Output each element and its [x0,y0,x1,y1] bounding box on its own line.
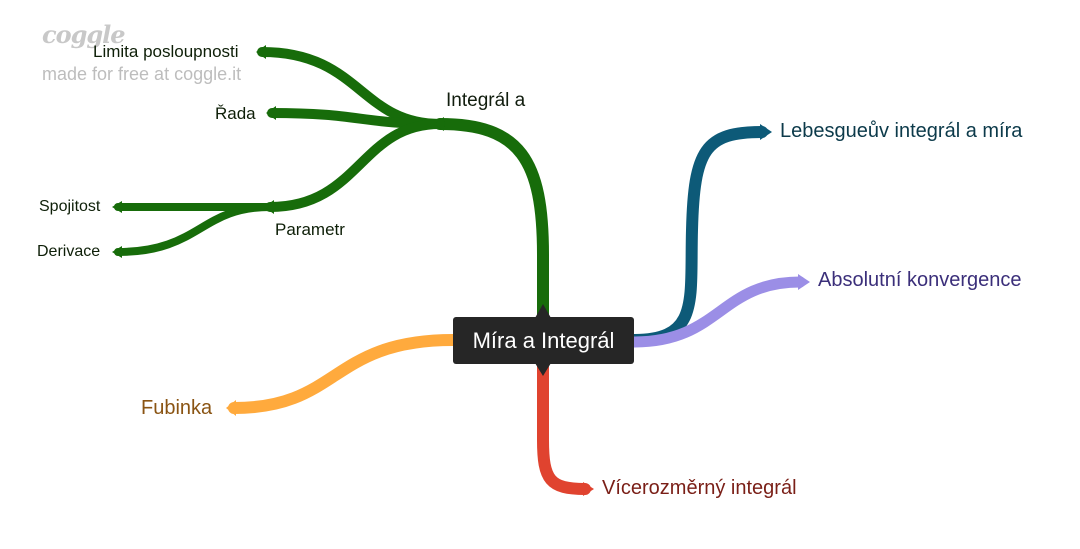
node-absolutni[interactable]: Absolutní konvergence [818,269,1022,291]
branch-vicerozmerny [537,358,591,495]
branch-parametr [265,119,445,212]
arrow-tip-lebesgue [760,124,772,140]
coggle-watermark-text: made for free at coggle.it [42,64,242,84]
arrow-tip-absolutni [798,274,810,290]
branch-absolutni [628,276,806,348]
branch-lebesgue [628,126,768,346]
arrow-tip-limita [256,45,266,59]
root-notch-top [535,304,551,318]
coggle-logo: coggle [42,20,126,49]
node-fubinka[interactable]: Fubinka [141,397,213,419]
node-integral[interactable]: Integrál a [446,90,526,111]
arrow-tip-rada [266,106,276,120]
branch-fubinka [228,334,459,414]
node-vicerozmerny[interactable]: Vícerozměrný integrál [602,477,797,499]
branch-derivace [114,203,274,256]
node-rada[interactable]: Řada [215,104,256,123]
node-spojitost[interactable]: Spojitost [39,198,101,215]
arrow-tip-parametr [264,200,274,214]
arrow-tip-integral [434,117,444,131]
node-derivace[interactable]: Derivace [37,243,101,260]
branch-integral [434,118,549,324]
arrow-tip-spojitost [112,201,122,213]
node-limita[interactable]: Limita posloupnosti [93,42,239,61]
node-lebesgue[interactable]: Lebesgueův integrál a míra [780,120,1023,142]
node-parametr[interactable]: Parametr [275,220,345,239]
arrow-tip-fubinka [226,400,236,416]
root-notch-bottom [535,363,551,376]
root-node[interactable]: Míra a Integrál [453,317,634,364]
arrow-tip-vicerozmerny [583,482,594,496]
arrow-tip-derivace [112,246,122,258]
